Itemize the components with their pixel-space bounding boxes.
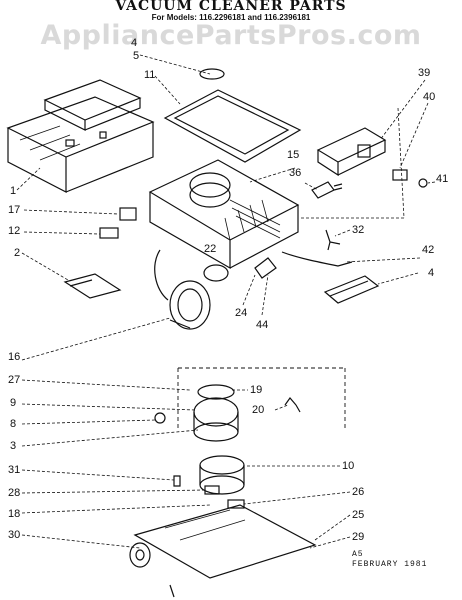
leader-lines xyxy=(16,54,436,549)
callout-22: 22 xyxy=(204,243,217,255)
top-cover-part xyxy=(6,79,155,193)
callout-4b: 4 xyxy=(428,267,435,279)
footer-date: FEBRUARY 1981 xyxy=(352,560,428,569)
lower-housing-part xyxy=(199,455,245,495)
callout-1: 1 xyxy=(10,185,17,197)
callout-39: 39 xyxy=(418,67,431,79)
main-housing-part xyxy=(148,159,300,270)
pad-part-2 xyxy=(227,499,245,509)
base-plate-part xyxy=(129,504,317,598)
callout-9: 9 xyxy=(10,397,17,409)
callout-8: 8 xyxy=(10,418,17,430)
callout-41: 41 xyxy=(436,173,449,185)
callout-12: 12 xyxy=(8,225,21,237)
spring-clip-part xyxy=(325,229,341,251)
gasket-frame-part xyxy=(163,89,302,163)
callout-11: 11 xyxy=(144,69,156,81)
model-numbers: For Models: 116.2296181 and 116.2396181 xyxy=(151,13,311,22)
callout-5: 5 xyxy=(133,50,140,62)
latch-part xyxy=(119,207,137,221)
callout-26: 26 xyxy=(352,486,365,498)
callout-44: 44 xyxy=(256,319,269,331)
callout-17: 17 xyxy=(8,204,21,216)
motor-assembly-box xyxy=(177,367,346,430)
diagram-title: VACUUM CLEANER PARTS xyxy=(115,0,347,14)
callout-32: 32 xyxy=(352,224,365,236)
callout-3: 3 xyxy=(10,440,17,452)
callout-15: 15 xyxy=(287,149,300,161)
pad-part xyxy=(204,485,220,495)
callout-28: 28 xyxy=(8,487,21,499)
callout-27: 27 xyxy=(8,374,21,386)
clip-part xyxy=(99,227,119,239)
handle-part xyxy=(323,275,380,304)
callout-4: 4 xyxy=(131,37,138,49)
callout-40: 40 xyxy=(423,91,436,103)
callout-24: 24 xyxy=(235,307,248,319)
callout-25: 25 xyxy=(352,509,365,521)
motor-part xyxy=(154,249,211,330)
screw-part xyxy=(173,475,181,487)
watermark: AppliancePartsPros.com xyxy=(40,20,422,51)
callout-42: 42 xyxy=(422,244,435,256)
nut-part xyxy=(154,412,166,424)
callout-36: 36 xyxy=(289,167,302,179)
switch-part xyxy=(254,257,277,279)
bracket-part xyxy=(63,273,122,299)
gasket-ring-part xyxy=(203,264,229,282)
callout-16: 16 xyxy=(8,351,21,363)
footer-code: A5 xyxy=(352,550,364,559)
callout-19: 19 xyxy=(250,384,263,396)
callout-10: 10 xyxy=(342,460,355,472)
filter-disc-part xyxy=(199,68,225,80)
plug-part xyxy=(311,181,343,199)
callout-30: 30 xyxy=(8,529,21,541)
callout-29: 29 xyxy=(352,531,365,543)
callout-20: 20 xyxy=(252,404,265,416)
callout-31: 31 xyxy=(8,464,21,476)
fan-assembly-part xyxy=(193,384,239,442)
callout-2: 2 xyxy=(14,247,21,259)
callout-18: 18 xyxy=(8,508,21,520)
brushes-part xyxy=(284,397,301,413)
switch-box-part xyxy=(316,127,428,188)
cord-part xyxy=(281,251,353,267)
